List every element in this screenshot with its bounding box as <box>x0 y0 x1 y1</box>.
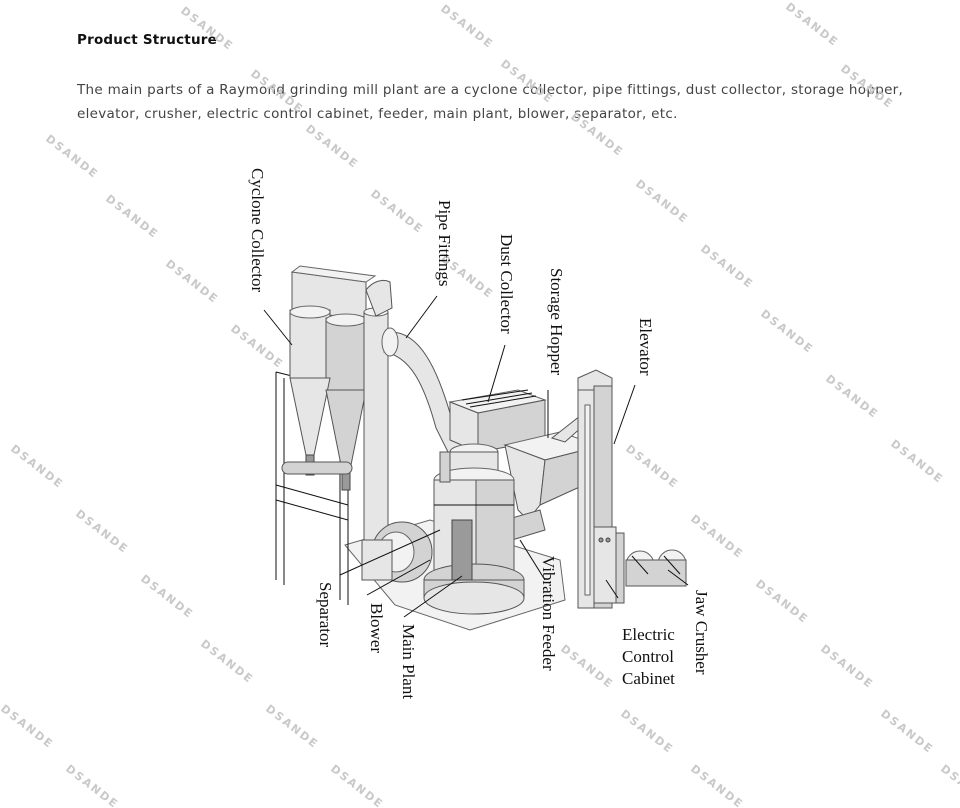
watermark: DSANDE <box>138 572 196 621</box>
watermark: DSANDE <box>838 62 896 111</box>
watermark: DSANDE <box>783 0 841 49</box>
watermark: DSANDE <box>753 577 811 626</box>
label-pipe-fittings: Pipe Fittings <box>435 200 454 286</box>
watermark: DSANDE <box>63 762 121 808</box>
watermark: DSANDE <box>698 242 756 291</box>
watermark: DSANDE <box>43 132 101 181</box>
watermark: DSANDE <box>623 442 681 491</box>
watermark: DSANDE <box>178 4 236 53</box>
separator <box>439 451 451 483</box>
watermark: DSANDE <box>758 307 816 356</box>
watermark: DSANDE <box>198 637 256 686</box>
label-electric-control-cabinet-line1: Electric <box>622 625 675 644</box>
section-title: Product Structure <box>77 32 217 48</box>
watermark: DSANDE <box>818 642 876 691</box>
label-jaw-crusher: Jaw Crusher <box>692 590 711 675</box>
watermark: DSANDE <box>263 702 321 751</box>
watermark: DSANDE <box>368 187 426 236</box>
label-dust-collector: Dust Collector <box>497 234 516 334</box>
label-cyclone-collector: Cyclone Collector <box>248 168 267 293</box>
cyclone-discharge-pipe <box>281 461 353 475</box>
watermark: DSANDE <box>558 642 616 691</box>
watermark: DSANDE <box>688 762 746 808</box>
watermark: DSANDE <box>823 372 881 421</box>
watermark: DSANDE <box>73 507 131 556</box>
label-electric-control-cabinet-line2: Control <box>622 647 674 666</box>
label-main-plant: Main Plant <box>399 624 418 699</box>
watermark: DSANDE <box>938 762 960 808</box>
watermark: DSANDE <box>618 707 676 756</box>
cyclone-collector <box>281 265 377 491</box>
label-storage-hopper: Storage Hopper <box>547 268 566 376</box>
diagram-labels: Cyclone Collector Pipe Fittings Dust Col… <box>248 168 711 699</box>
label-electric-control-cabinet-line3: Cabinet <box>622 669 675 688</box>
label-separator: Separator <box>316 582 335 647</box>
label-vibration-feeder: Vibration Feeder <box>539 556 558 671</box>
watermark: DSANDE <box>8 442 66 491</box>
watermark: DSANDE <box>163 257 221 306</box>
watermark: DSANDE <box>248 67 306 116</box>
watermark: DSANDE <box>228 322 286 371</box>
watermark: DSANDE <box>303 122 361 171</box>
blower <box>361 521 433 583</box>
watermark: DSANDE <box>633 177 691 226</box>
label-blower: Blower <box>367 603 386 653</box>
watermark: DSANDE <box>103 192 161 241</box>
label-elevator: Elevator <box>636 318 655 376</box>
main-plant <box>423 443 525 615</box>
watermark: DSANDE <box>568 110 626 159</box>
watermark: DSANDE <box>888 437 946 486</box>
watermark: DSANDE <box>0 702 56 751</box>
return-air-pipe <box>363 311 389 558</box>
jaw-crusher <box>625 549 687 587</box>
watermark: DSANDE <box>498 57 556 106</box>
watermark: DSANDE <box>438 2 496 51</box>
watermark: DSANDE <box>688 512 746 561</box>
watermark: DSANDE <box>878 707 936 756</box>
intro-paragraph: The main parts of a Raymond grinding mil… <box>77 82 904 122</box>
mill-plant-illustration <box>275 265 687 631</box>
leader-lines <box>263 295 689 618</box>
electric-control-cabinet <box>593 526 625 604</box>
pipe-fittings <box>365 279 471 461</box>
watermark: DSANDE <box>328 762 386 808</box>
